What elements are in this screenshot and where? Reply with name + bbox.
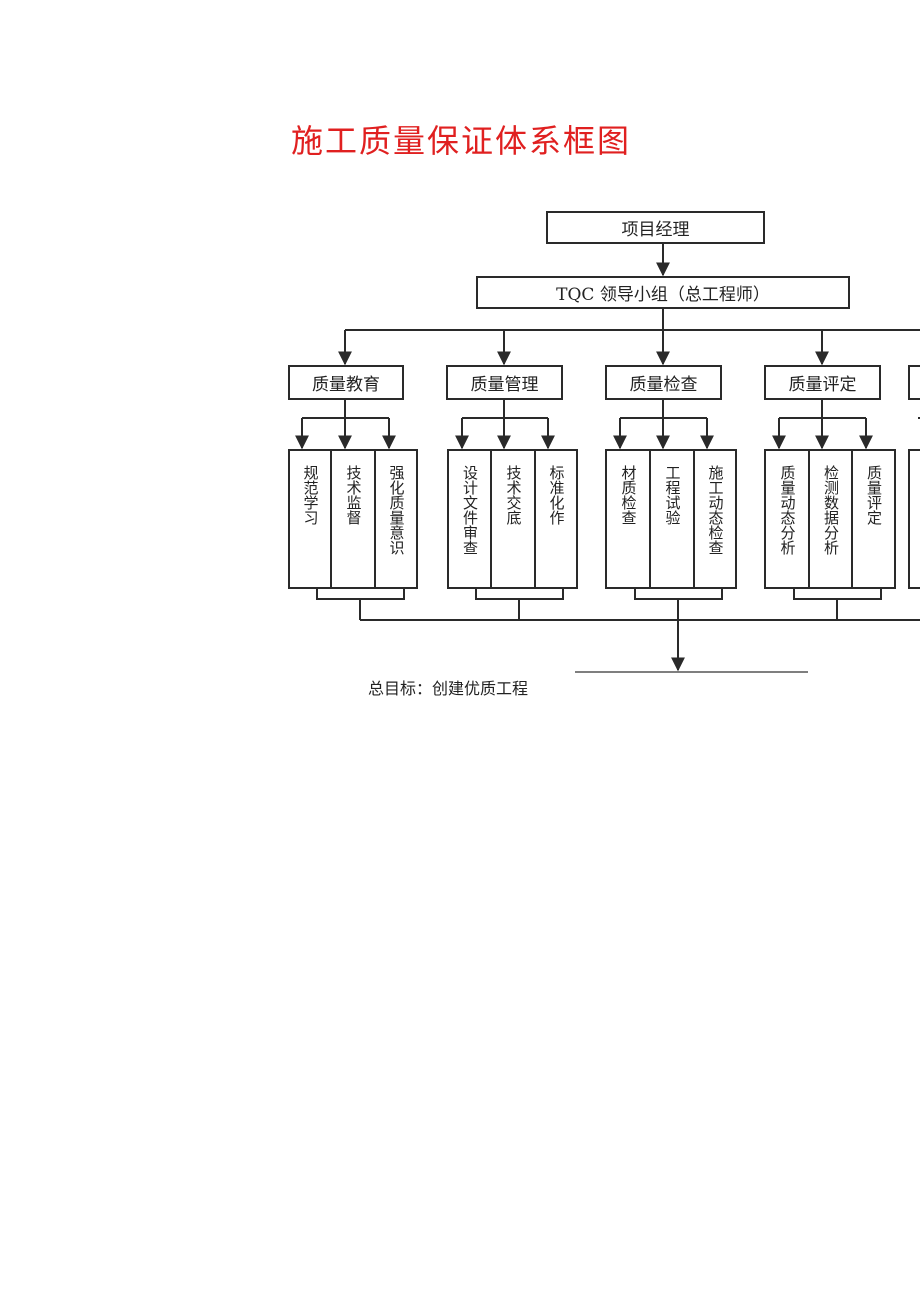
tqc-leadership-box: TQC 领导小组（总工程师） xyxy=(476,276,850,309)
sub-box: 技术交底 xyxy=(490,449,536,589)
category-box-inspection: 质量检查 xyxy=(605,365,722,400)
sub-box: 标准化作 xyxy=(534,449,578,589)
category-box-evaluation: 质量评定 xyxy=(764,365,881,400)
sub-box: 检测数据分析 xyxy=(808,449,853,589)
project-manager-box: 项目经理 xyxy=(546,211,765,244)
category-box-management: 质量管理 xyxy=(446,365,563,400)
category-box-partial xyxy=(908,365,920,400)
sub-box: 设计文件审查 xyxy=(447,449,492,589)
sub-box: 技术监督 xyxy=(330,449,376,589)
overall-goal-label: 总目标：创建优质工程 xyxy=(368,679,529,698)
sub-box: 施工动态检查 xyxy=(693,449,737,589)
sub-box: 工程试验 xyxy=(649,449,695,589)
sub-box: 规范学习 xyxy=(288,449,332,589)
sub-box: 材质检查 xyxy=(605,449,651,589)
sub-box: 质量评定 xyxy=(851,449,896,589)
sub-box: 强化质量意识 xyxy=(374,449,418,589)
page-title: 施工质量保证体系框图 xyxy=(291,122,632,160)
sub-box: 质量动态分析 xyxy=(764,449,810,589)
sub-box-partial xyxy=(908,449,920,589)
category-box-education: 质量教育 xyxy=(288,365,404,400)
